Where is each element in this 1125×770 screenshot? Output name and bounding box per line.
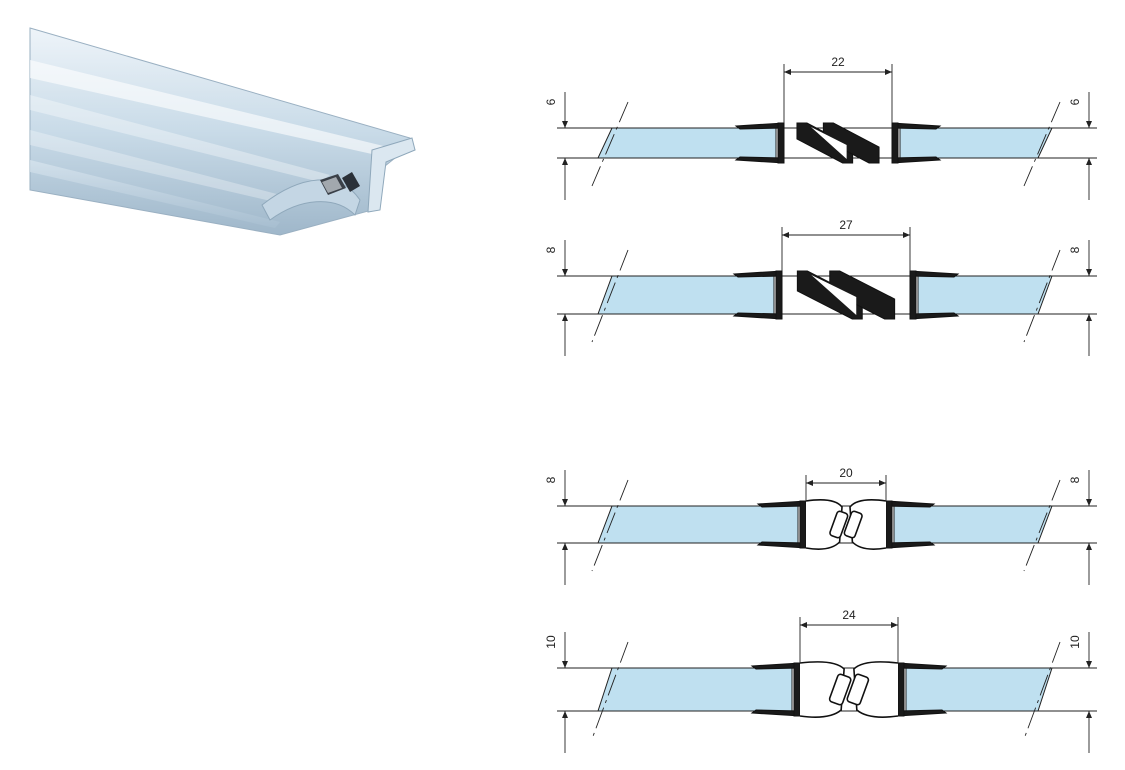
glass-panel-right	[893, 505, 1053, 544]
seal-wall	[793, 662, 801, 717]
arrowhead	[1086, 121, 1092, 128]
seal-lip	[891, 156, 942, 164]
glass-panel-left	[597, 667, 793, 712]
seal-lip	[897, 709, 948, 717]
seal-lip	[885, 500, 936, 508]
glass-panel-right	[905, 667, 1053, 712]
seal-interlock-right	[829, 270, 896, 320]
seal-lip	[750, 709, 801, 717]
glass-thickness-left-label: 8	[544, 246, 558, 253]
break-line-right	[1023, 641, 1061, 740]
break-line-left	[591, 249, 629, 343]
arrowhead	[562, 121, 568, 128]
drawing-d1: 22 6 6	[544, 55, 1097, 200]
seal-lip	[909, 270, 960, 278]
joint-width-label: 27	[839, 218, 853, 232]
glass-panel-right	[917, 275, 1053, 315]
glass-panel-right	[899, 127, 1053, 159]
glass-panel-left	[597, 505, 799, 544]
arrowhead	[1086, 661, 1092, 668]
seal-lip	[756, 541, 807, 549]
seal-gap	[810, 127, 847, 159]
seal-wall	[775, 270, 783, 320]
seal-lip	[732, 270, 783, 278]
seal-lip	[732, 312, 783, 320]
arrowhead	[1086, 314, 1092, 321]
arrowhead	[562, 543, 568, 550]
seal-lip	[734, 122, 785, 130]
arrowhead	[885, 69, 892, 75]
seal-lip	[909, 312, 960, 320]
arrowhead	[784, 69, 791, 75]
glass-thickness-left-label: 6	[544, 98, 558, 105]
break-line-right	[1023, 249, 1061, 343]
magnet-right-icon	[843, 510, 863, 539]
glass-thickness-right-label: 8	[1068, 246, 1082, 253]
arrowhead	[891, 622, 898, 628]
seal-lip	[756, 500, 807, 508]
glass-thickness-left-label: 10	[544, 635, 558, 649]
magnet-left-icon	[829, 510, 849, 539]
arrowhead	[879, 480, 886, 486]
profile-body	[29, 27, 416, 236]
seal-lip	[897, 662, 948, 670]
break-line-left	[591, 479, 629, 572]
arrowhead	[806, 480, 813, 486]
glass-panel-left	[597, 127, 777, 159]
seal-lip	[891, 122, 942, 130]
glass-thickness-right-label: 8	[1068, 476, 1082, 483]
arrowhead	[1086, 158, 1092, 165]
arrowhead	[1086, 269, 1092, 276]
glass-panel-left	[597, 275, 775, 315]
drawing-d2: 27 8 8	[544, 218, 1097, 356]
arrowhead	[562, 158, 568, 165]
seal-interlock-left	[796, 270, 863, 320]
magnet-right-icon	[846, 673, 870, 706]
seal-lip	[885, 541, 936, 549]
glass-thickness-right-label: 10	[1068, 635, 1082, 649]
break-line-right	[1023, 479, 1061, 572]
joint-width-label: 24	[842, 608, 856, 622]
seal-wall	[885, 500, 893, 549]
arrowhead	[800, 622, 807, 628]
arrowhead	[562, 661, 568, 668]
seal-gap	[811, 275, 857, 315]
seal-lip	[734, 156, 785, 164]
seal-wall	[909, 270, 917, 320]
seal-lip	[750, 662, 801, 670]
drawing-d4: 24 10 10	[544, 608, 1097, 753]
arrowhead	[903, 232, 910, 238]
break-line-left	[591, 101, 629, 187]
arrowhead	[1086, 499, 1092, 506]
seal-interlock-left	[796, 122, 854, 164]
arrowhead	[562, 269, 568, 276]
arrowhead	[782, 232, 789, 238]
magnet-strip-icon	[320, 172, 360, 195]
seal-wall	[897, 662, 905, 717]
seal-interlock-right	[822, 122, 880, 164]
arrowhead	[562, 314, 568, 321]
arrowhead	[562, 711, 568, 718]
break-line-right	[1023, 101, 1061, 187]
joint-width-label: 20	[839, 466, 853, 480]
glass-thickness-right-label: 6	[1068, 98, 1082, 105]
seal-wall	[777, 122, 785, 164]
seal-wall	[799, 500, 807, 549]
break-line-left	[591, 641, 629, 740]
arrowhead	[562, 499, 568, 506]
glass-thickness-left-label: 8	[544, 476, 558, 483]
product-image	[29, 27, 416, 236]
arrowhead	[1086, 543, 1092, 550]
joint-width-label: 22	[831, 55, 845, 69]
arrowhead	[1086, 711, 1092, 718]
magnet-left-icon	[828, 673, 852, 706]
seal-wall	[891, 122, 899, 164]
